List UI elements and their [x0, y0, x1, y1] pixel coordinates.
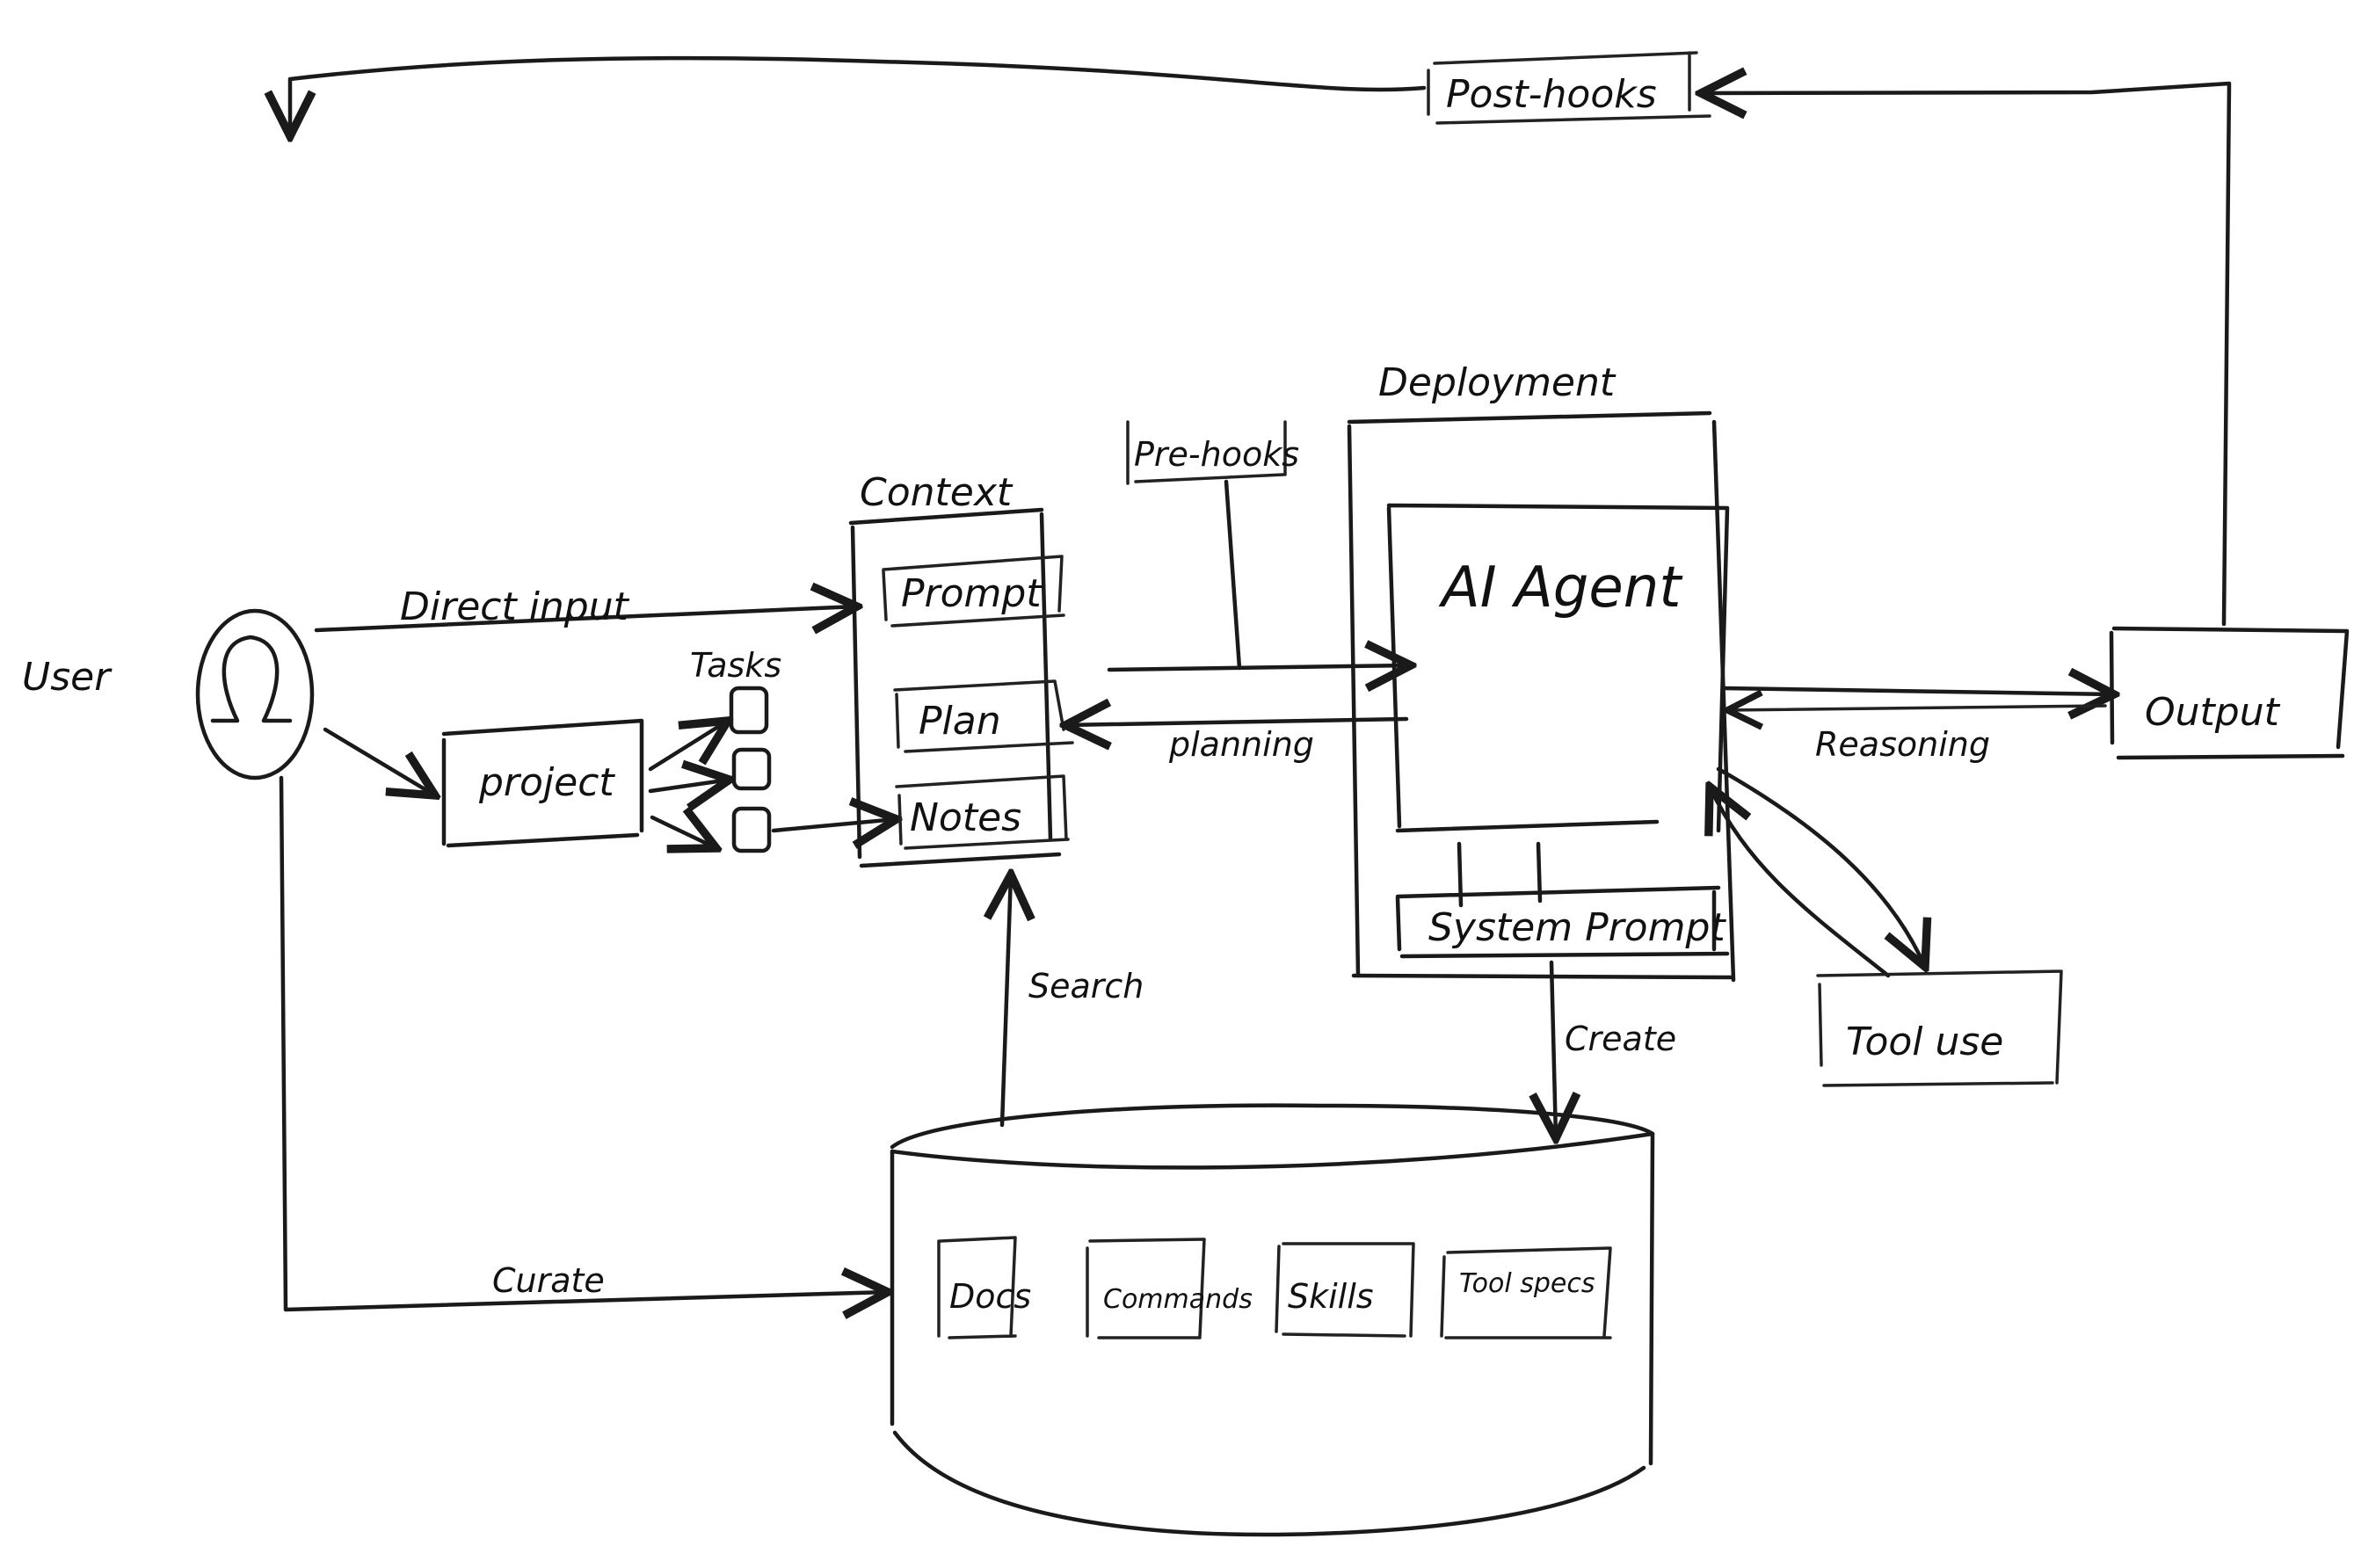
agent-to-tool-edge: [1716, 766, 1925, 967]
output-to-posthooks-edge: [1701, 83, 2232, 627]
tool-specs-label: Tool specs: [1459, 1268, 1595, 1299]
project-label: project: [478, 760, 615, 805]
skills-label: Skills: [1288, 1277, 1374, 1316]
curate-edge: [279, 775, 888, 1310]
post-hooks-label: Post-hooks: [1446, 72, 1657, 117]
tasks-label: Tasks: [690, 646, 781, 685]
user-circle: [195, 608, 315, 780]
context-to-agent-edge: [1107, 665, 1411, 670]
context-item-notes[interactable]: Notes: [895, 774, 1070, 850]
task-item[interactable]: [729, 686, 769, 735]
reasoning-edge: [1727, 706, 2107, 710]
pre-hooks-connector: [1224, 479, 1242, 671]
user-actor[interactable]: User: [22, 608, 315, 780]
task-list: [648, 686, 897, 853]
planning-label: planning: [1168, 725, 1314, 764]
context-item-plan[interactable]: Plan: [893, 679, 1074, 753]
project-to-task-3-edge: [650, 817, 716, 848]
commands-label: Commands: [1103, 1284, 1253, 1315]
agent-to-output-edge: [1720, 688, 2114, 694]
create-label: Create: [1565, 1020, 1676, 1058]
tool-use-label: Tool use: [1846, 1020, 2003, 1064]
store-item-docs[interactable]: Docs: [937, 1236, 1031, 1339]
posthooks-to-user-edge: [290, 55, 1427, 136]
project-box[interactable]: project: [441, 718, 644, 848]
store-item-commands[interactable]: Commands: [1086, 1238, 1253, 1339]
search-label: Search: [1028, 967, 1144, 1005]
store-item-tool-specs[interactable]: Tool specs: [1440, 1246, 1612, 1339]
pre-hooks-box[interactable]: Pre-hooks: [1126, 420, 1299, 671]
plan-label: Plan: [919, 699, 1001, 744]
curate-label: Curate: [492, 1261, 605, 1300]
deployment-container: Deployment AI Agent System Prompt: [1347, 360, 1736, 983]
post-hooks-box[interactable]: Post-hooks: [1427, 51, 1711, 125]
post-hooks-loop: Post-hooks: [290, 51, 2232, 627]
notes-label: Notes: [910, 795, 1021, 840]
context-item-prompt[interactable]: Prompt: [882, 555, 1065, 628]
direct-input-label: Direct input: [400, 584, 630, 629]
direct-input-edge: [314, 606, 857, 630]
task-to-notes-edge: [771, 819, 897, 831]
project-to-task-1-edge: [648, 721, 728, 772]
omega-person-icon: [210, 635, 293, 723]
user-to-project-edge: [323, 727, 435, 795]
task-item[interactable]: [731, 806, 772, 853]
user-label: User: [22, 655, 113, 700]
knowledge-store-cylinder: Docs Commands Skills Tool specs: [890, 1103, 1655, 1537]
ai-agent-box[interactable]: AI Agent: [1386, 503, 1730, 833]
reasoning-label: Reasoning: [1815, 725, 1990, 764]
docs-label: Docs: [949, 1277, 1031, 1316]
task-item[interactable]: [731, 747, 772, 791]
system-prompt-label: System Prompt: [1428, 905, 1726, 950]
pre-hooks-label: Pre-hooks: [1134, 435, 1299, 474]
project-to-task-2-edge: [648, 780, 730, 791]
store-item-skills[interactable]: Skills: [1275, 1242, 1415, 1338]
tool-use-box[interactable]: Tool use: [1816, 969, 2063, 1087]
search-edge: [1002, 875, 1011, 1128]
context-container: Context Prompt Plan Notes: [848, 470, 1074, 868]
ai-agent-label: AI Agent: [1438, 555, 1683, 621]
create-edge: [1551, 960, 1556, 1138]
deployment-title: Deployment: [1378, 360, 1617, 405]
prompt-label: Prompt: [901, 571, 1043, 616]
context-title: Context: [860, 470, 1014, 515]
system-prompt-box[interactable]: System Prompt: [1395, 885, 1730, 959]
output-label: Output: [2145, 690, 2281, 735]
planning-edge: [1065, 719, 1409, 725]
output-box[interactable]: Output: [2109, 626, 2350, 760]
tool-to-agent-edge: [1710, 787, 1891, 978]
